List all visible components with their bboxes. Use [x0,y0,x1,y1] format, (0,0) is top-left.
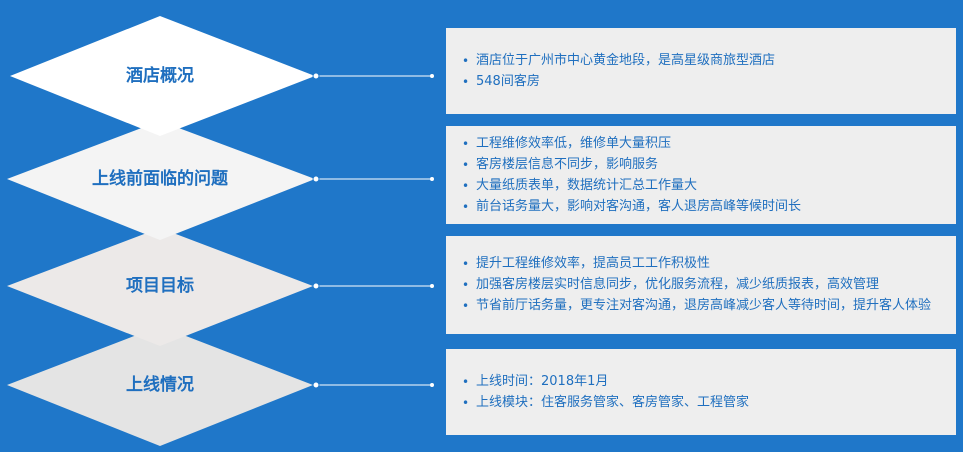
connector-dot-end [430,383,434,387]
list-item: • 客房楼层信息不同步，影响服务 [460,155,946,175]
bullet-icon: • [462,74,470,89]
panel-overview: • 酒店位于广州市中心黄金地段，是高星级商旅型酒店 • 548间客房 [446,28,956,114]
list-item: • 548间客房 [460,72,946,92]
bullet-icon: • [462,395,470,410]
connector-1 [312,72,434,80]
panel-status: • 上线时间：2018年1月 • 上线模块：住客服务管家、客房管家、工程管家 [446,349,956,435]
panel-problems: • 工程维修效率低，维修单大量积压 • 客房楼层信息不同步，影响服务 • 大量纸质表单… [446,126,956,224]
item-text: 酒店位于广州市中心黄金地段，是高星级商旅型酒店 [476,52,776,68]
list-item: • 前台话务量大，影响对客沟通，客人退房高峰等候时间长 [460,197,946,217]
diamond-4 [7,326,313,446]
bullet-list: • 酒店位于广州市中心黄金地段，是高星级商旅型酒店 • 548间客房 [460,50,946,93]
bullet-icon: • [462,257,470,271]
list-item: • 工程维修效率低，维修单大量积压 [460,134,946,154]
connector-dot-start [312,282,320,290]
connector-dot-end [430,74,434,78]
list-item: • 上线模块：住客服务管家、客房管家、工程管家 [460,393,946,413]
bullet-list: • 工程维修效率低，维修单大量积压 • 客房楼层信息不同步，影响服务 • 大量纸质表单… [460,133,946,218]
item-text: 上线模块：住客服务管家、客房管家、工程管家 [476,394,750,410]
item-text: 节省前厅话务量，更专注对客沟通，退房高峰减少客人等待时间，提升客人体验 [476,298,932,313]
connector-3 [312,282,434,290]
diamond-3 [7,228,313,346]
panel-goals: • 提升工程维修效率，提高员工工作积极性 • 加强客房楼层实时信息同步，优化服务流程… [446,236,956,334]
list-item: • 加强客房楼层实时信息同步，优化服务流程，减少纸质报表，高效管理 [460,275,946,295]
bullet-icon: • [462,178,470,193]
connector-dot-start [312,381,320,389]
connector-dot-start [312,175,320,183]
diamond-1 [10,16,315,136]
item-text: 548间客房 [476,73,540,89]
connector-4 [312,381,434,389]
bullet-list: • 上线时间：2018年1月 • 上线模块：住客服务管家、客房管家、工程管家 [460,371,946,414]
bullet-icon: • [462,278,470,292]
bullet-icon: • [462,199,470,214]
item-text: 加强客房楼层实时信息同步，优化服务流程，减少纸质报表，高效管理 [476,277,880,292]
connector-dot-start [312,72,320,80]
item-text: 客房楼层信息不同步，影响服务 [476,156,659,172]
bullet-icon: • [462,53,470,68]
bullet-icon: • [462,374,470,389]
bullet-list: • 提升工程维修效率，提高员工工作积极性 • 加强客房楼层实时信息同步，优化服务流程… [460,253,946,317]
bullet-icon: • [462,136,470,151]
list-item: • 大量纸质表单，数据统计汇总工作量大 [460,176,946,196]
section-title-problems: 上线前面临的问题 [92,169,228,189]
list-item: • 提升工程维修效率，提高员工工作积极性 [460,254,946,274]
list-item: • 酒店位于广州市中心黄金地段，是高星级商旅型酒店 [460,51,946,71]
connector-dot-end [430,284,434,288]
list-item: • 上线时间：2018年1月 [460,372,946,392]
item-text: 工程维修效率低，维修单大量积压 [476,135,672,151]
bullet-icon: • [462,299,470,313]
item-text: 提升工程维修效率，提高员工工作积极性 [476,256,711,271]
connector-dot-end [430,177,434,181]
section-title-status: 上线情况 [126,375,194,395]
item-text: 大量纸质表单，数据统计汇总工作量大 [476,177,698,193]
connector-2 [312,175,434,183]
list-item: • 节省前厅话务量，更专注对客沟通，退房高峰减少客人等待时间，提升客人体验 [460,296,946,316]
section-title-overview: 酒店概况 [126,66,194,86]
bullet-icon: • [462,157,470,172]
item-text: 前台话务量大，影响对客沟通，客人退房高峰等候时间长 [476,198,802,214]
section-title-goals: 项目目标 [126,276,194,296]
diamond-2 [7,121,315,240]
item-text: 上线时间：2018年1月 [476,373,609,389]
